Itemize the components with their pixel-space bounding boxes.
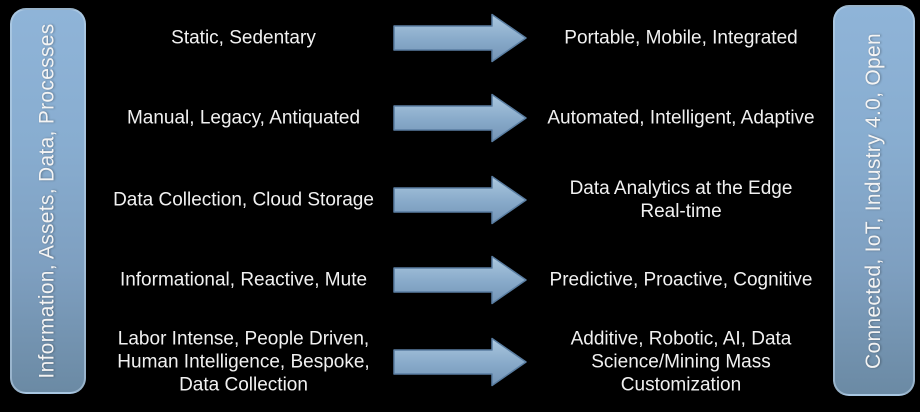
row-left-text: Static, Sedentary: [171, 27, 316, 49]
row-right-text: Data Analytics at the Edge Real-time: [569, 178, 793, 222]
row-left-text: Informational, Reactive, Mute: [119, 269, 368, 291]
right-pill-label: Connected, IoT, Industry 4.0, Open: [862, 32, 885, 369]
right-arrow-icon: [393, 175, 527, 225]
right-arrow-icon: [393, 13, 527, 63]
row-left-text: Manual, Legacy, Antiquated: [126, 107, 361, 129]
right-arrow-icon: [393, 255, 527, 305]
right-pill: Connected, IoT, Industry 4.0, Open: [833, 5, 915, 396]
row-right-text: Additive, Robotic, AI, Data Science/Mini…: [570, 328, 792, 396]
row-right-text: Predictive, Proactive, Cognitive: [549, 269, 813, 291]
right-arrow-icon: [393, 93, 527, 143]
row-left-text: Data Collection, Cloud Storage: [113, 189, 374, 211]
row-left-text: Labor Intense, People Driven, Human Inte…: [117, 328, 370, 396]
row-right-text: Automated, Intelligent, Adaptive: [547, 107, 815, 129]
right-arrow-icon: [393, 337, 527, 387]
left-pill-label: Information, Assets, Data, Processes: [36, 23, 59, 379]
left-pill: Information, Assets, Data, Processes: [10, 8, 86, 394]
row-right-text: Portable, Mobile, Integrated: [564, 27, 798, 49]
